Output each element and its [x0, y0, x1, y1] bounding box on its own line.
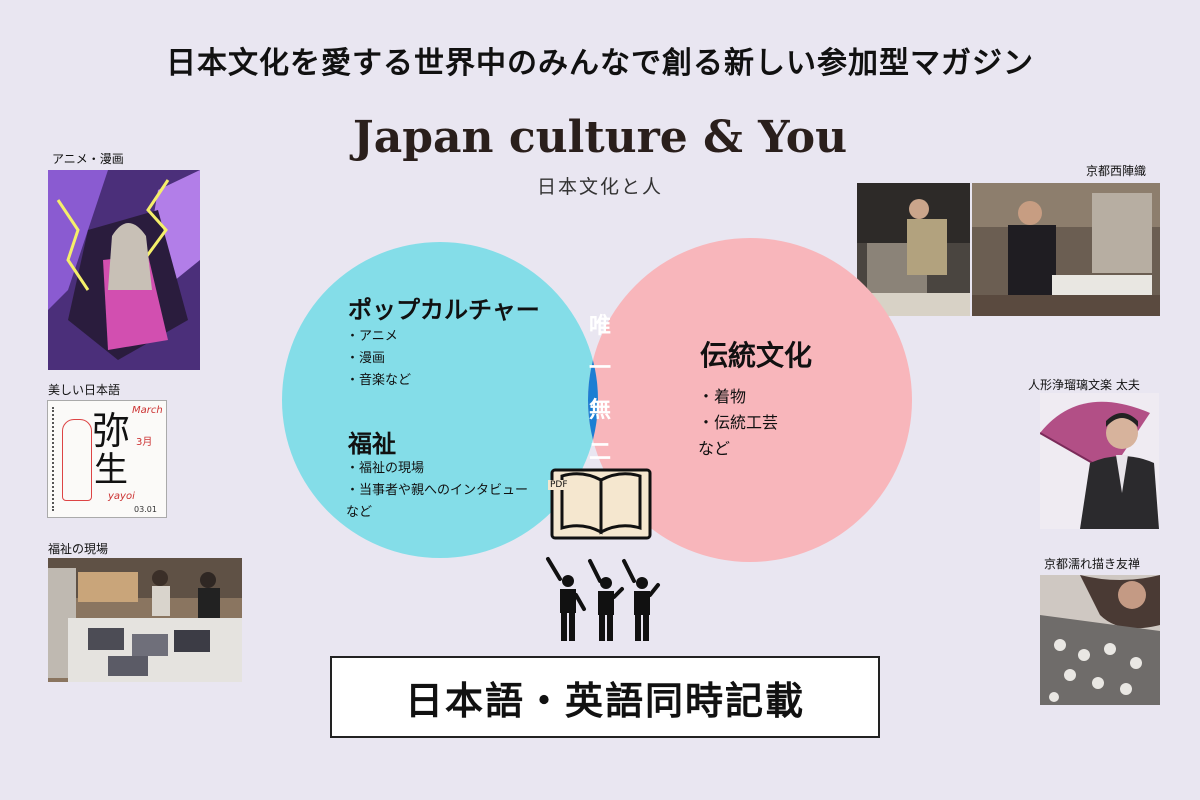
- welfare-photo: [48, 558, 242, 682]
- welfare-item: など: [346, 505, 373, 520]
- weaver-scene-1: [857, 183, 970, 316]
- girl-sketch: [62, 419, 92, 501]
- traditional-item: ・伝統工芸: [698, 413, 779, 432]
- kanji-sei: 生: [94, 450, 128, 490]
- pop-item: ・音楽など: [346, 373, 412, 388]
- yuzen-scene: [1040, 575, 1160, 705]
- bilingual-banner: 日本語・英語同時記載: [330, 656, 880, 738]
- welfare-item: ・当事者や親へのインタビュー: [346, 483, 529, 498]
- pop-item: ・アニメ: [346, 329, 398, 344]
- nishijin-photo-1: [857, 183, 970, 316]
- bunraku-caption: 人形浄瑠璃文楽 太夫: [1028, 378, 1140, 392]
- traditional-circle: [588, 238, 912, 562]
- unique-char: 二: [588, 440, 611, 465]
- month-en: March: [132, 405, 163, 416]
- unique-char: 無: [588, 398, 611, 423]
- welfare-title: 福祉: [348, 430, 396, 458]
- yuzen-photo: [1040, 575, 1160, 705]
- book-shape: [550, 468, 652, 540]
- brand-title: Japan culture & You: [352, 112, 848, 163]
- traditional-title: 伝統文化: [700, 339, 813, 372]
- nishijin-caption: 京都西陣織: [1086, 164, 1147, 178]
- month-jp: 3月: [136, 437, 153, 448]
- anime-caption: アニメ・漫画: [52, 152, 124, 166]
- open-book-icon: PDF: [548, 462, 654, 542]
- welfare-item: ・福祉の現場: [346, 461, 425, 476]
- weaver-scene-2: [972, 183, 1160, 316]
- people-shapes: [546, 557, 660, 641]
- anime-art: [48, 170, 200, 370]
- pop-title: ポップカルチャー: [348, 296, 540, 324]
- calligraphy-image: 弥 生 March 3月 yayoi 03.01: [47, 400, 167, 518]
- kanji-ya: 弥: [92, 409, 131, 453]
- pop-item: ・漫画: [346, 351, 386, 366]
- traditional-items: ・着物 ・伝統工芸 など: [698, 384, 778, 462]
- welfare-scene: [48, 558, 242, 682]
- welfare-caption: 福祉の現場: [48, 542, 109, 556]
- date: 03.01: [134, 505, 157, 514]
- traditional-item: ・着物: [698, 387, 747, 406]
- yuzen-caption: 京都濡れ描き友禅: [1044, 557, 1141, 571]
- venn-diagram: [282, 238, 912, 562]
- calligraphy-caption: 美しい日本語: [48, 383, 121, 397]
- page-headline: 日本文化を愛する世界中のみんなで創る新しい参加型マガジン: [166, 46, 1034, 81]
- anime-illustration: [48, 170, 200, 370]
- pop-circle: [282, 242, 598, 558]
- nishijin-photo-2: [972, 183, 1160, 316]
- welfare-items: ・福祉の現場 ・当事者や親へのインタビュー など: [346, 458, 528, 524]
- romaji: yayoi: [108, 491, 135, 502]
- tayu-portrait: [1040, 393, 1159, 529]
- brand-subtitle: 日本文化と人: [536, 176, 663, 198]
- bunraku-photo: [1040, 393, 1159, 529]
- traditional-item: など: [698, 439, 731, 458]
- cheering-people-icon: [540, 555, 670, 645]
- unique-char: 唯: [588, 314, 611, 339]
- pdf-label: PDF: [548, 480, 570, 490]
- binding-stitch: [52, 407, 60, 511]
- unique-char: 一: [588, 356, 611, 381]
- unique-word: 唯 一 無 二: [575, 306, 625, 474]
- pop-items: ・アニメ ・漫画 ・音楽など: [346, 326, 411, 392]
